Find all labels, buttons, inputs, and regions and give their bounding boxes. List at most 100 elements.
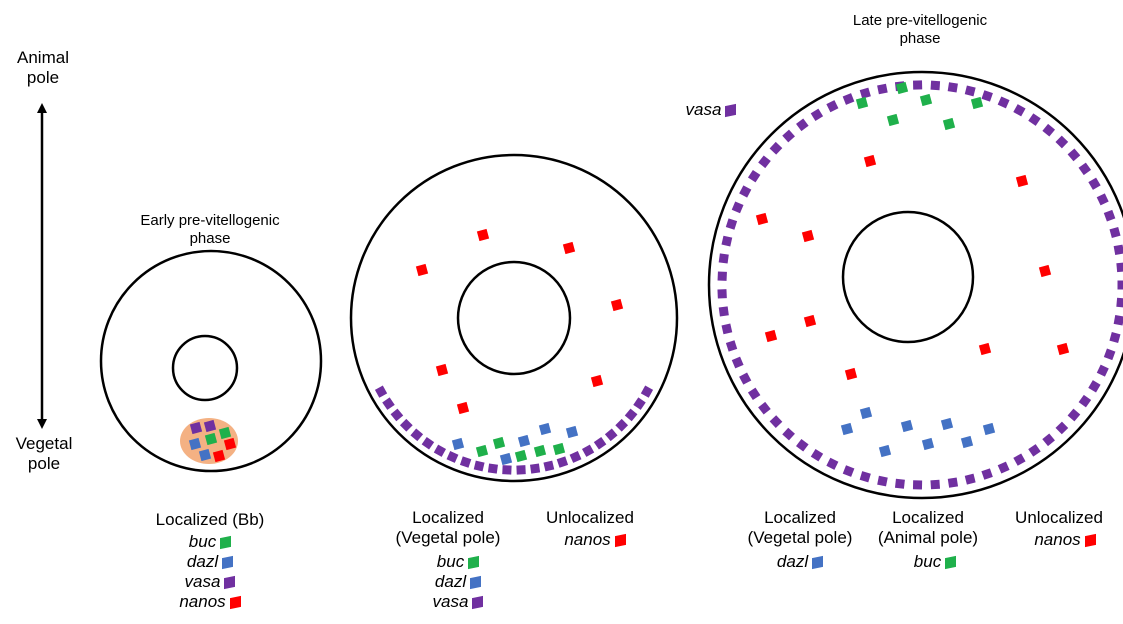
vasa-rna-mark [1067,148,1081,162]
vasa-rna-mark [747,169,761,183]
vasa-rna-mark [717,289,727,299]
vasa-rna-mark [569,451,582,463]
stage3-vegetal-heading: Localized (Vegetal pole) [747,508,853,547]
buc-rna-mark [942,117,956,131]
late-oocyte-nucleus [841,210,975,344]
vasa-rna-mark [1103,348,1116,361]
vasa-rna-mark [718,253,729,264]
vasa-rna-mark [1096,193,1109,206]
vasa-rna-mark [725,340,738,352]
nanos-rna-mark [212,449,226,463]
vasa-rna-mark [1116,262,1123,273]
vasa-rna-mark [997,461,1010,474]
nanos-rna-mark [435,363,449,377]
buc-rna-mark [895,81,909,95]
stage2-unlocalized-gene-list: nanos [545,530,645,550]
gene-vasa: vasa [432,592,469,611]
vasa-rna-mark [1113,315,1123,326]
nanos-rna-mark [978,342,992,356]
vasa-rna-mark [1088,177,1101,190]
vasa-rna-mark [1103,209,1116,222]
dazl-rna-mark [840,422,854,436]
early-phase-title: Early pre-vitellogenic phase [140,212,280,247]
nanos-rna-mark [415,263,429,277]
dazl-rna-mark [198,448,212,462]
buc-rna-mark [970,96,984,110]
buc-swatch [945,555,957,570]
vasa-rna-mark [795,438,809,452]
vasa-swatch [725,103,737,118]
dazl-rna-mark [859,406,873,420]
vasa-rna-mark [810,108,824,122]
buc-rna-mark [855,96,869,110]
vasa-rna-mark [624,408,638,422]
gene-nanos: nanos [179,592,226,611]
vasa-rna-mark [981,90,993,102]
vasa-rna-mark [964,473,976,485]
vasa-rna-mark [1109,331,1121,343]
vasa-rna-mark [826,100,839,113]
vasa-rna-mark [203,419,217,433]
dazl-rna-mark [451,437,465,451]
vasa-rna-mark [604,428,618,442]
buc-rna-mark [919,93,933,107]
nanos-rna-mark [755,212,769,226]
gene-vasa: vasa [685,100,722,119]
vasa-rna-mark [747,387,761,401]
vasa-rna-mark [530,463,541,474]
vasa-rna-mark [877,475,888,487]
buc-rna-mark [204,432,218,446]
stage3-animal-gene-list: buc [895,552,975,572]
vasa-rna-mark [758,155,771,169]
buc-swatch [468,555,480,570]
vasa-rna-mark [717,271,727,281]
vasa-rna-mark [390,408,404,422]
vasa-rna-mark [739,185,752,198]
stage2-localized-gene-list: buc dazl vasa [408,552,508,612]
gene-dazl: dazl [776,552,809,571]
vasa-rna-mark [1042,123,1056,137]
dazl-rna-mark [940,417,954,431]
vasa-rna-mark [964,85,976,97]
vasa-rna-mark [947,82,958,93]
vasa-rna-mark [877,83,888,95]
nanos-rna-mark [223,437,237,451]
mid-oocyte-rna-marks [374,228,654,475]
dazl-rna-mark [878,444,892,458]
vasa-rna-mark [543,460,555,472]
vegetal-pole-label: Vegetal pole [15,434,73,473]
buc-rna-mark [218,426,232,440]
stage2-unlocalized-heading: Unlocalized [546,508,634,527]
dazl-swatch [812,555,824,570]
vasa-rna-mark [758,401,771,415]
gene-nanos: nanos [564,530,611,549]
vasa-rna-mark [810,448,824,462]
vasa-rna-mark [997,96,1010,109]
vasa-rna-mark [556,456,569,468]
nanos-rna-mark [476,228,490,242]
vasa-swatch [472,595,484,610]
nanos-rna-mark [562,241,576,255]
stage1-gene-list: buc dazl vasa nanos [150,532,270,612]
vasa-rna-mark [433,444,447,457]
nanos-rna-mark [1056,342,1070,356]
gene-vasa: vasa [184,572,221,591]
vasa-rna-mark [769,415,783,428]
vasa-rna-mark [981,468,993,480]
gene-buc: buc [188,532,217,551]
stage2-localized-heading: Localized (Vegetal pole) [395,508,501,547]
vasa-rna-mark [399,418,413,432]
vasa-rna-mark [1078,162,1092,176]
dazl-rna-mark [921,437,935,451]
vasa-rna-mark [1113,244,1123,256]
vasa-rna-mark [1055,135,1069,149]
nanos-rna-mark [456,401,470,415]
vasa-rna-mark [1055,421,1069,435]
vasa-rna-mark [796,118,809,132]
vasa-rna-mark [721,235,733,247]
stage3-vegetal-gene-list: dazl [760,552,840,572]
vasa-rna-mark [1067,408,1081,422]
vasa-rna-mark [859,471,871,483]
vasa-rna-mark [842,93,855,105]
late-phase-title: Late pre-vitellogenic phase [852,12,988,47]
